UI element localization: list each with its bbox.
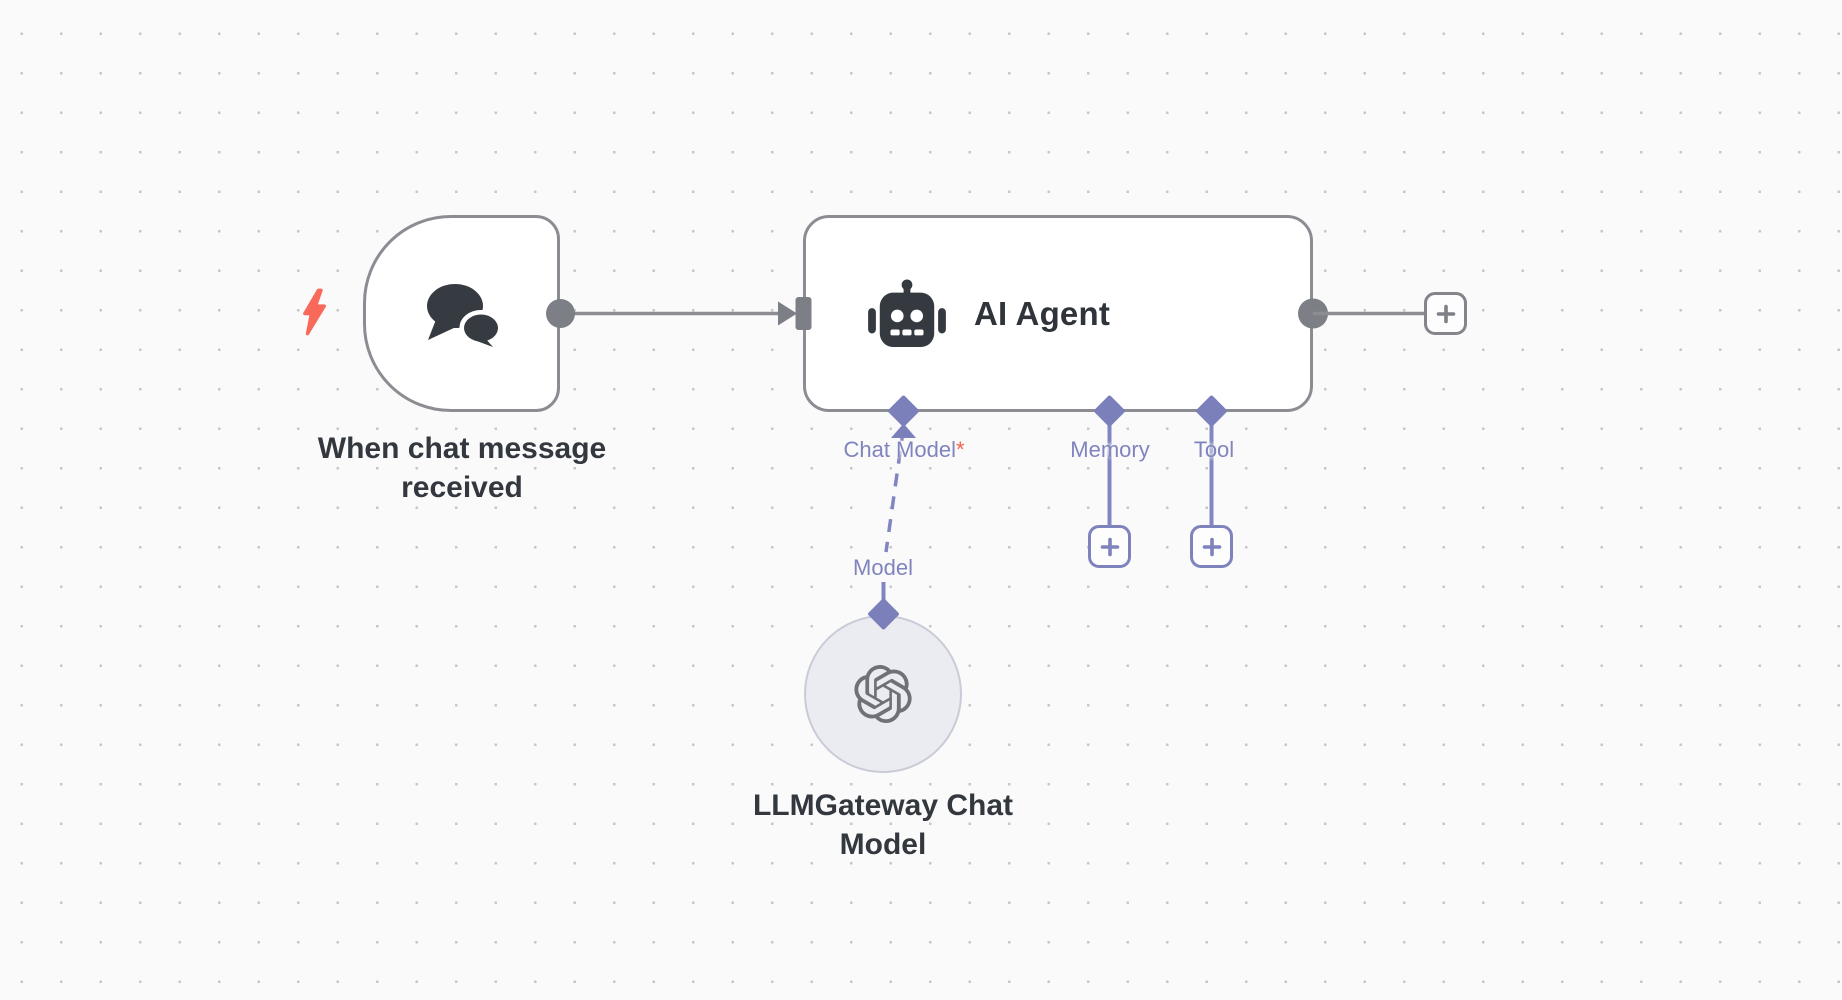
trigger-node-name[interactable]: When chat message received bbox=[317, 432, 607, 504]
port-label-chat-model: Chat Model* bbox=[843, 437, 965, 462]
port-label-model: Model bbox=[853, 555, 913, 580]
lightning-bolt-icon bbox=[303, 288, 326, 336]
llm-node-name[interactable]: LLMGateway Chat Model bbox=[752, 789, 1014, 861]
node-ai-agent[interactable]: AI Agent bbox=[803, 215, 1313, 412]
add-tool-button[interactable] bbox=[1190, 525, 1233, 568]
agent-node-title: AI Agent bbox=[974, 294, 1111, 332]
add-memory-button[interactable] bbox=[1088, 525, 1131, 568]
robot-icon bbox=[868, 278, 946, 347]
connection-arrowhead-icon bbox=[778, 301, 797, 326]
plus-icon bbox=[1202, 537, 1221, 556]
plus-icon bbox=[1436, 304, 1455, 323]
port-label-tool: Tool bbox=[1193, 437, 1235, 462]
chat-bubbles-icon bbox=[427, 284, 503, 349]
node-when-chat-message-received[interactable] bbox=[363, 215, 560, 412]
add-next-node-button[interactable] bbox=[1424, 292, 1467, 335]
node-llmgateway-chat-model[interactable] bbox=[804, 615, 962, 773]
plus-icon bbox=[1100, 537, 1119, 556]
connection-chat-model-to-llm[interactable] bbox=[884, 427, 906, 553]
openai-logo-icon bbox=[854, 665, 912, 723]
required-marker: * bbox=[955, 437, 965, 462]
port-label-memory: Memory bbox=[1070, 437, 1150, 462]
